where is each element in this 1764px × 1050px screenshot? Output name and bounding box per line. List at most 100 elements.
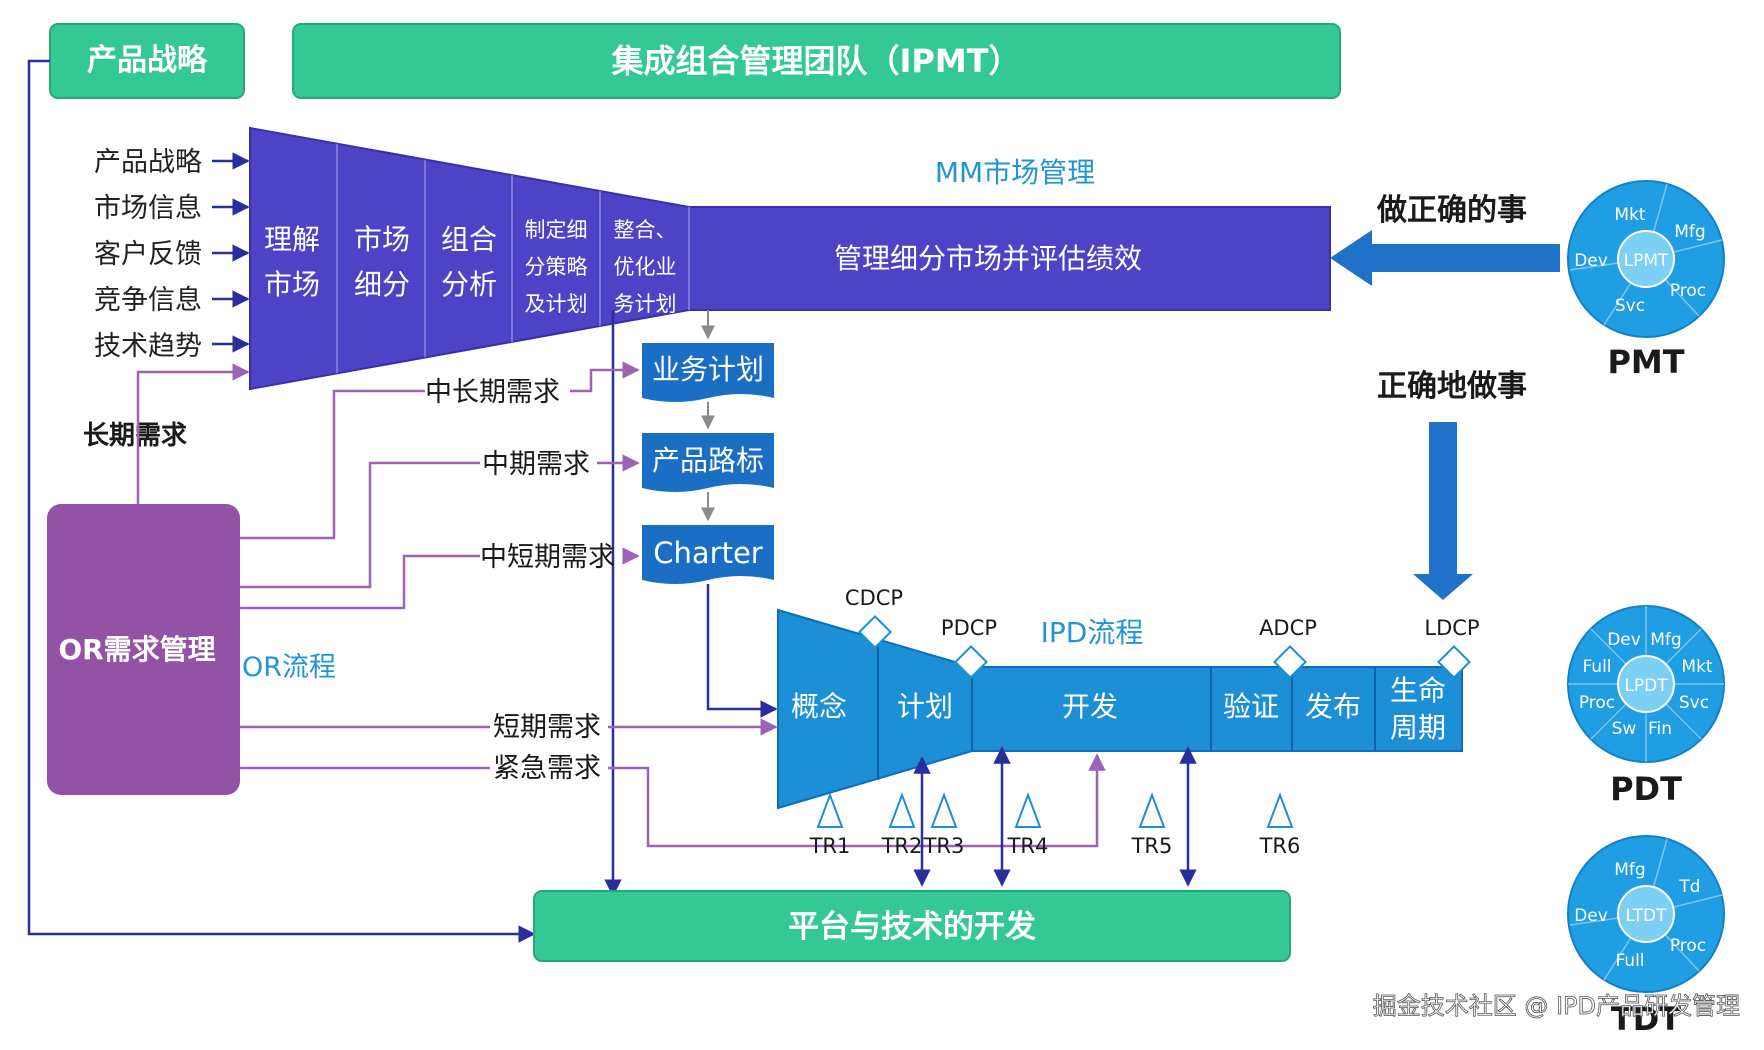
platform-label: 平台与技术的开发 — [788, 909, 1036, 945]
or-flow-label: OR流程 — [242, 652, 336, 683]
checkpoint-ldcp: LDCP — [1424, 616, 1480, 679]
mid-long-demand: 中长期需求 — [425, 377, 560, 408]
ipd-phase-plan: 计划 — [897, 690, 953, 723]
ipd-title: IPD流程 — [1041, 616, 1144, 649]
tdt-member: Full — [1615, 951, 1644, 971]
pdt-member: Svc — [1679, 693, 1709, 713]
mm-segment-1: 理解市场 — [264, 223, 320, 301]
tr3-label: TR3 — [923, 834, 965, 858]
ipmt-bar — [292, 23, 1341, 99]
checkpoint-cdcp-label: CDCP — [845, 586, 903, 610]
or-box-label: OR需求管理 — [58, 633, 215, 666]
long-term-line — [136, 363, 250, 504]
mid-short-line — [240, 554, 480, 610]
tr4-triangle — [1014, 792, 1042, 828]
checkpoint-ldcp-label: LDCP — [1424, 616, 1479, 640]
short-demand: 短期需求 — [493, 712, 601, 743]
checkpoint-pdcp-label: PDCP — [941, 616, 997, 640]
input-list: 产品战略 市场信息 客户反馈 竞争信息 技术趋势 — [94, 147, 202, 362]
doc-charter: Charter — [642, 525, 774, 584]
mm-segment-4: 制定细分策略及计划 — [525, 218, 588, 316]
ipd-phase-develop: 开发 — [1062, 690, 1118, 723]
urgent-arrow — [608, 753, 1106, 848]
checkpoint-pdcp: PDCP — [941, 616, 997, 679]
mm-segment-5: 整合、优化业务计划 — [614, 218, 677, 316]
do-right-things: 做正确的事 — [1376, 193, 1527, 228]
tr1-label: TR1 — [809, 834, 851, 858]
tdt-center: LTDT — [1626, 906, 1668, 926]
pmt-member: Svc — [1615, 296, 1645, 316]
input-item: 产品战略 — [94, 147, 202, 178]
urgent-demand: 紧急需求 — [493, 753, 601, 784]
charter-to-concept-line — [706, 584, 778, 718]
pdt-member: Mkt — [1681, 657, 1713, 677]
team-pdt: LPDT Dev Mfg Mkt Svc Fin Sw Proc Full — [1567, 605, 1725, 763]
checkpoint-adcp-label: ADCP — [1259, 616, 1317, 640]
pdt-member: Dev — [1607, 630, 1641, 650]
do-things-right: 正确地做事 — [1377, 369, 1527, 404]
tdt-member: Mfg — [1614, 860, 1645, 880]
ipd-phase-verify: 验证 — [1223, 690, 1279, 723]
tr2-label: TR2 — [881, 834, 923, 858]
pmt-center: LPMT — [1624, 251, 1669, 271]
mm-funnel — [249, 126, 1331, 391]
ipd-phase-lifecycle: 生命周期 — [1390, 674, 1446, 744]
ipd-phase-concept: 概念 — [791, 690, 847, 723]
watermark: 掘金技术社区 @ IPD产品研发管理 — [1373, 992, 1740, 1020]
mm-dividers — [336, 144, 690, 373]
pdt-member: Proc — [1579, 693, 1615, 713]
strategy-to-platform-line — [27, 59, 536, 943]
ipd-platform-links — [913, 746, 1197, 887]
pmt-member: Mfg — [1674, 222, 1705, 242]
tdt-member: Td — [1678, 877, 1700, 897]
mm-title: MM市场管理 — [935, 156, 1095, 189]
input-arrows — [212, 152, 250, 353]
doc-charter-label: Charter — [653, 536, 763, 570]
tr-markers: TR1 TR2 TR3 TR4 TR5 TR6 — [809, 792, 1301, 858]
pmt-label: PMT — [1607, 343, 1684, 381]
tr5-triangle — [1138, 792, 1166, 828]
down-big-arrow — [1413, 422, 1473, 600]
mm-segment-3: 组合分析 — [441, 223, 497, 301]
or-box — [47, 504, 240, 795]
mid-long-arrow — [570, 361, 640, 393]
doc-business-plan: 业务计划 — [642, 343, 774, 402]
tdt-member: Dev — [1574, 906, 1608, 926]
pdt-member: Full — [1582, 657, 1611, 677]
tdt-label: TDT — [1611, 1000, 1681, 1038]
tr5-label: TR5 — [1131, 834, 1173, 858]
input-item: 技术趋势 — [94, 331, 202, 362]
long-term-demand: 长期需求 — [83, 421, 187, 451]
input-item: 市场信息 — [94, 193, 202, 224]
ipmt-title: 集成组合管理团队（IPMT） — [610, 42, 1020, 80]
pmt-member: Proc — [1670, 281, 1706, 301]
pmt-member: Dev — [1574, 251, 1608, 271]
checkpoint-adcp: ADCP — [1259, 616, 1317, 679]
doc-product-roadmap-label: 产品路标 — [652, 444, 764, 477]
pdt-center: LPDT — [1624, 676, 1668, 696]
ipd-phase-release: 发布 — [1305, 690, 1361, 723]
mid-line — [240, 461, 480, 589]
input-item: 竞争信息 — [94, 285, 202, 316]
left-big-arrow — [1330, 230, 1560, 286]
tdt-member: Proc — [1670, 936, 1706, 956]
team-pmt: LPMT Mkt Mfg Proc Svc Dev — [1567, 180, 1725, 338]
tr6-triangle — [1266, 792, 1294, 828]
tr4-label: TR4 — [1007, 834, 1049, 858]
product-strategy-title: 产品战略 — [87, 43, 208, 78]
team-tdt: LTDT Mfg Td Proc Full Dev — [1567, 835, 1725, 993]
checkpoint-cdcp: CDCP — [845, 586, 903, 649]
pdt-member: Fin — [1648, 719, 1672, 739]
platform-bar — [533, 890, 1291, 962]
mid-demand: 中期需求 — [482, 449, 590, 480]
tr1-triangle — [816, 792, 844, 828]
mm-main-label: 管理细分市场并评估绩效 — [834, 242, 1142, 275]
pdt-label: PDT — [1610, 770, 1682, 808]
mid-short-demand: 中短期需求 — [480, 542, 615, 573]
mm-segment-2: 市场细分 — [354, 223, 410, 301]
pmt-member: Mkt — [1614, 205, 1646, 225]
tr2-triangle — [888, 792, 916, 828]
doc-product-roadmap: 产品路标 — [642, 433, 774, 492]
tr6-label: TR6 — [1259, 834, 1301, 858]
